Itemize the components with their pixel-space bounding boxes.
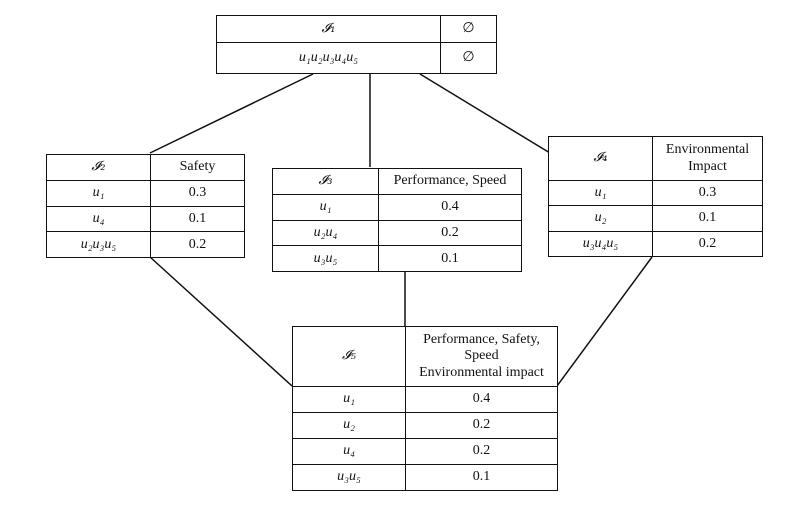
table-row-elements: u₂ — [292, 412, 406, 439]
node-i1-row-value: ∅ — [440, 42, 497, 74]
node-i5-header-value: Performance, Safety, Speed Environmental… — [405, 326, 558, 387]
node-i1-header-value: ∅ — [440, 15, 497, 43]
table-row-value: 0.1 — [405, 464, 558, 491]
table-row-elements: u₁ — [272, 194, 379, 221]
table-row-value: 0.3 — [150, 180, 245, 207]
node-i1-header: 𝓘₁ — [216, 15, 441, 43]
edge-i1-i2 — [149, 73, 314, 154]
node-i2-header: 𝓘₂ — [46, 154, 151, 181]
table-row-value: 0.4 — [405, 386, 558, 413]
table-row-elements: u₂ — [548, 205, 653, 232]
table-row-elements: u₄ — [292, 438, 406, 465]
table-row-value: 0.4 — [378, 194, 522, 221]
node-i5-header-line: Environmental impact — [419, 364, 544, 380]
node-i3: 𝓘₃ Performance, Speed u₁ 0.4 u₂u₄ 0.2 u₃… — [272, 168, 522, 272]
node-i3-header: 𝓘₃ — [272, 168, 379, 195]
table-row-elements: u₃u₅ — [292, 464, 406, 491]
table-row-elements: u₃u₄u₅ — [548, 230, 653, 258]
node-i5: 𝓘₅ Performance, Safety, Speed Environmen… — [292, 326, 558, 491]
node-i4-header-value: Environmental Impact — [652, 136, 763, 181]
node-i4: 𝓘₄ Environmental Impact u₁ 0.3 u₂ 0.1 u₃… — [548, 136, 763, 258]
table-row-elements: u₄ — [46, 205, 151, 233]
table-row-value: 0.2 — [652, 230, 763, 258]
table-row-value: 0.1 — [378, 245, 522, 272]
table-row-elements: u₁ — [548, 179, 653, 207]
table-row-elements: u₃u₅ — [272, 245, 379, 272]
table-row-elements: u₂u₃u₅ — [46, 231, 151, 258]
node-i1-row-elements: u₁u₂u₃u₄u₅ — [216, 42, 441, 74]
node-i3-header-value: Performance, Speed — [378, 168, 522, 195]
node-i5-header: 𝓘₅ — [292, 326, 406, 387]
table-row-elements: u₁ — [46, 180, 151, 207]
edge-i1-i4 — [419, 73, 551, 154]
table-row-elements: u₁ — [292, 386, 406, 413]
table-row-elements: u₂u₄ — [272, 219, 379, 247]
table-row-value: 0.2 — [378, 219, 522, 247]
node-i5-header-line: Performance, Safety, — [423, 332, 540, 348]
table-row-value: 0.1 — [150, 205, 245, 233]
table-row-value: 0.3 — [652, 179, 763, 207]
table-row-value: 0.1 — [652, 205, 763, 232]
node-i2: 𝓘₂ Safety u₁ 0.3 u₄ 0.1 u₂u₃u₅ 0.2 — [46, 154, 245, 258]
node-i2-header-value: Safety — [150, 154, 245, 181]
node-i5-header-line: Speed — [464, 348, 499, 364]
node-i1: 𝓘₁ ∅ u₁u₂u₃u₄u₅ ∅ — [216, 15, 497, 74]
table-row-value: 0.2 — [405, 412, 558, 439]
edge-i2-i5 — [149, 256, 293, 387]
table-row-value: 0.2 — [150, 231, 245, 258]
node-i4-header: 𝓘₄ — [548, 136, 653, 181]
table-row-value: 0.2 — [405, 438, 558, 465]
edge-i4-i5 — [556, 256, 653, 387]
